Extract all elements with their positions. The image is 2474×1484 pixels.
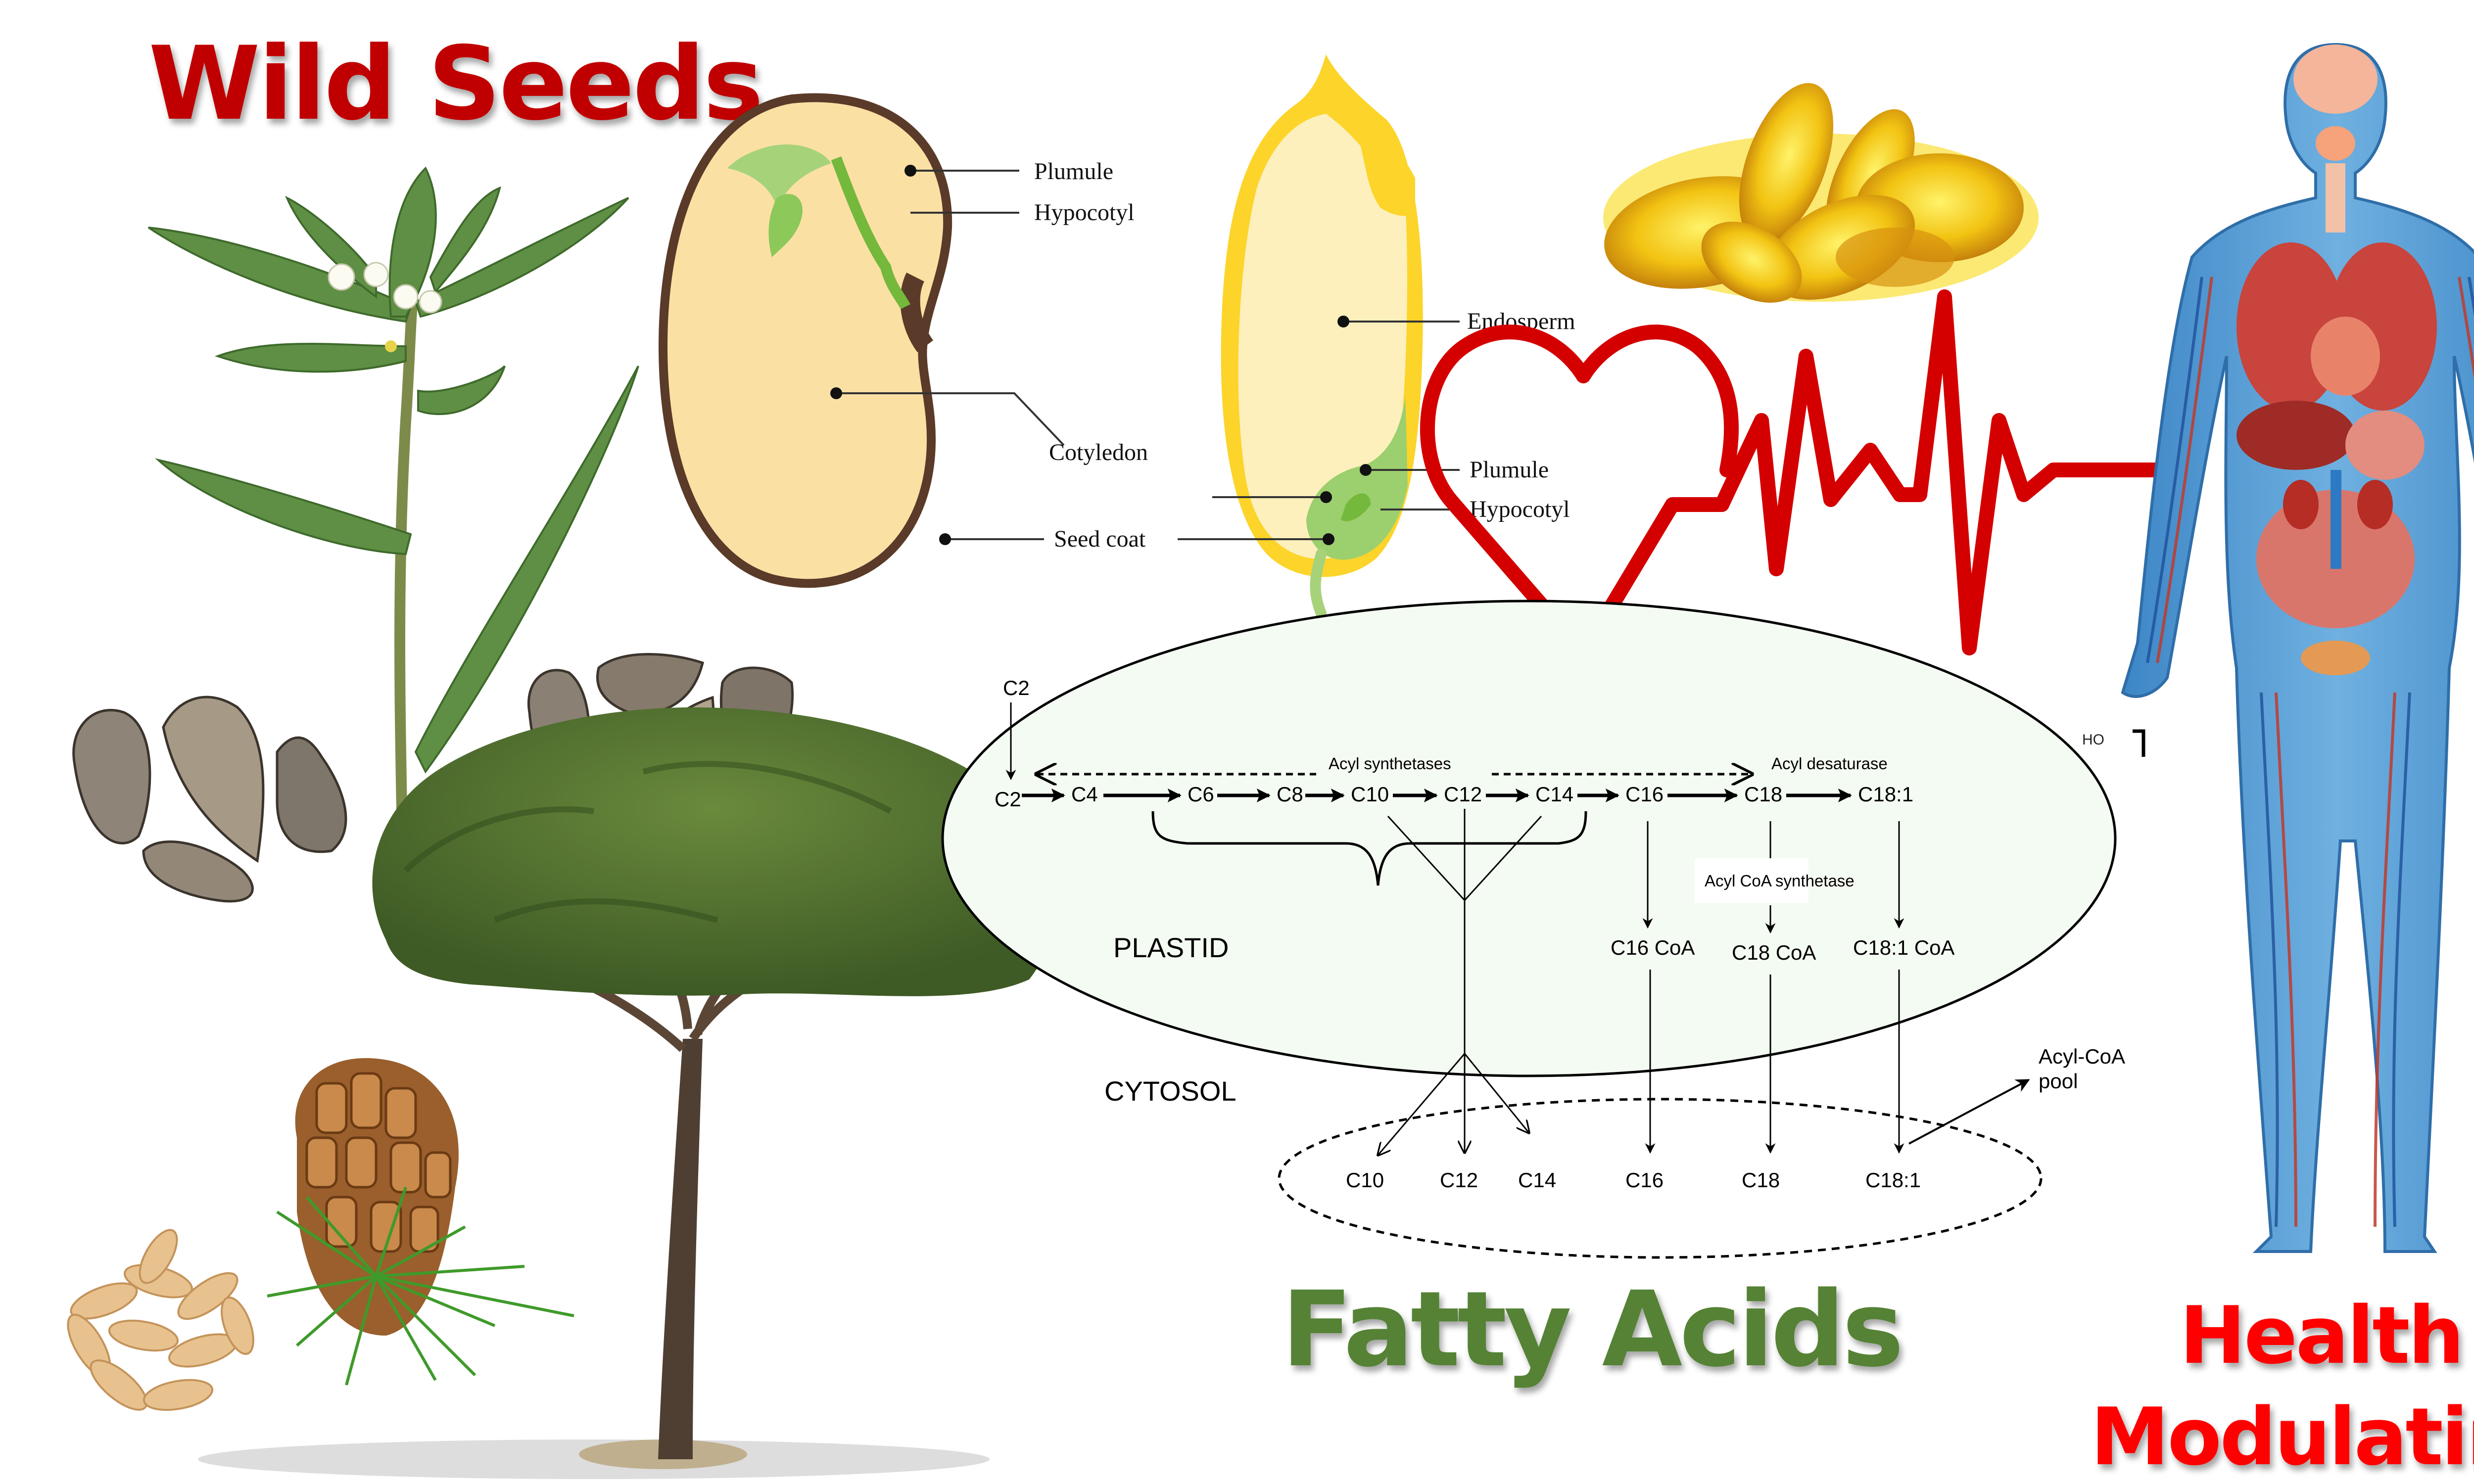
pool-c16: C16 xyxy=(1625,1168,1664,1192)
ho-label: HO xyxy=(2082,732,2104,748)
stone-pine-tree-image xyxy=(198,707,1056,1479)
heart-ecg-image xyxy=(1420,289,2175,660)
pine-cone-image xyxy=(267,1058,574,1386)
acyl-coa-pool-line2: pool xyxy=(2039,1069,2078,1093)
chain-c14: C14 xyxy=(1535,783,1573,806)
dicot-label-cotyledon: Cotyledon xyxy=(1049,439,1148,465)
dicot-seed-diagram: Plumule Hypocotyl Cotyledon Seed coat xyxy=(658,93,1148,588)
elongation-chain: C2 C4 C6 C8 C10 C12 C14 C16 C18 C18:1 xyxy=(995,783,1913,811)
acyl-coa-pool-line1: Acyl-CoA xyxy=(2039,1045,2125,1068)
wild-plant-image xyxy=(147,166,639,891)
pool-c18: C18 xyxy=(1742,1168,1780,1192)
ho-fragment: HO xyxy=(2082,729,2145,757)
label-cytosol: CYTOSOL xyxy=(1104,1075,1237,1107)
chain-c4: C4 xyxy=(1071,783,1098,806)
coa-c18: C18 CoA xyxy=(1732,941,1816,964)
pathway-input-c2: C2 xyxy=(1003,676,1030,699)
pine-nuts-image xyxy=(67,1229,254,1411)
title-health: Health xyxy=(2180,1289,2463,1382)
title-wild-seeds: Wild Seeds xyxy=(148,25,761,143)
pool-c10: C10 xyxy=(1346,1168,1384,1192)
title-modulating: Modulating xyxy=(2091,1391,2474,1483)
pool-c18-1: C18:1 xyxy=(1865,1168,1921,1192)
chain-c18-1: C18:1 xyxy=(1858,783,1913,806)
label-plastid: PLASTID xyxy=(1113,932,1229,963)
chain-c6: C6 xyxy=(1188,783,1214,806)
cytosol-acyl-pool xyxy=(1278,1098,2043,1259)
human-body-image xyxy=(2121,43,2474,1253)
enzyme-acyl-synthetases: Acyl synthetases xyxy=(1329,754,1451,773)
dicot-label-seed-coat: Seed coat xyxy=(1054,526,1146,552)
dicot-label-hypocotyl: Hypocotyl xyxy=(1034,199,1135,226)
chain-c16: C16 xyxy=(1625,783,1664,806)
chain-c12: C12 xyxy=(1444,783,1482,806)
chain-c2: C2 xyxy=(995,788,1021,811)
pool-c12: C12 xyxy=(1440,1168,1478,1192)
enzyme-acyl-coa-synthetase: Acyl CoA synthetase xyxy=(1705,872,1855,890)
enzyme-acyl-desaturase: Acyl desaturase xyxy=(1771,754,1888,773)
monocot-label-plumule: Plumule xyxy=(1470,457,1549,483)
chain-c18: C18 xyxy=(1744,783,1782,806)
dicot-label-plumule: Plumule xyxy=(1034,158,1113,185)
pool-c14: C14 xyxy=(1518,1168,1556,1192)
title-fatty-acids: Fatty Acids xyxy=(1282,1269,1901,1390)
fatty-acid-pathway-diagram: C2 Acyl synthetases Acyl desaturase C2 C… xyxy=(941,600,2125,1259)
oil-capsules-image xyxy=(1603,83,2039,303)
plastid-compartment xyxy=(941,600,2117,1077)
chain-c8: C8 xyxy=(1277,783,1303,806)
chain-c10: C10 xyxy=(1351,783,1389,806)
coa-c18-1: C18:1 CoA xyxy=(1853,936,1954,959)
monocot-label-hypocotyl: Hypocotyl xyxy=(1470,496,1570,522)
coa-c16: C16 CoA xyxy=(1611,936,1695,959)
